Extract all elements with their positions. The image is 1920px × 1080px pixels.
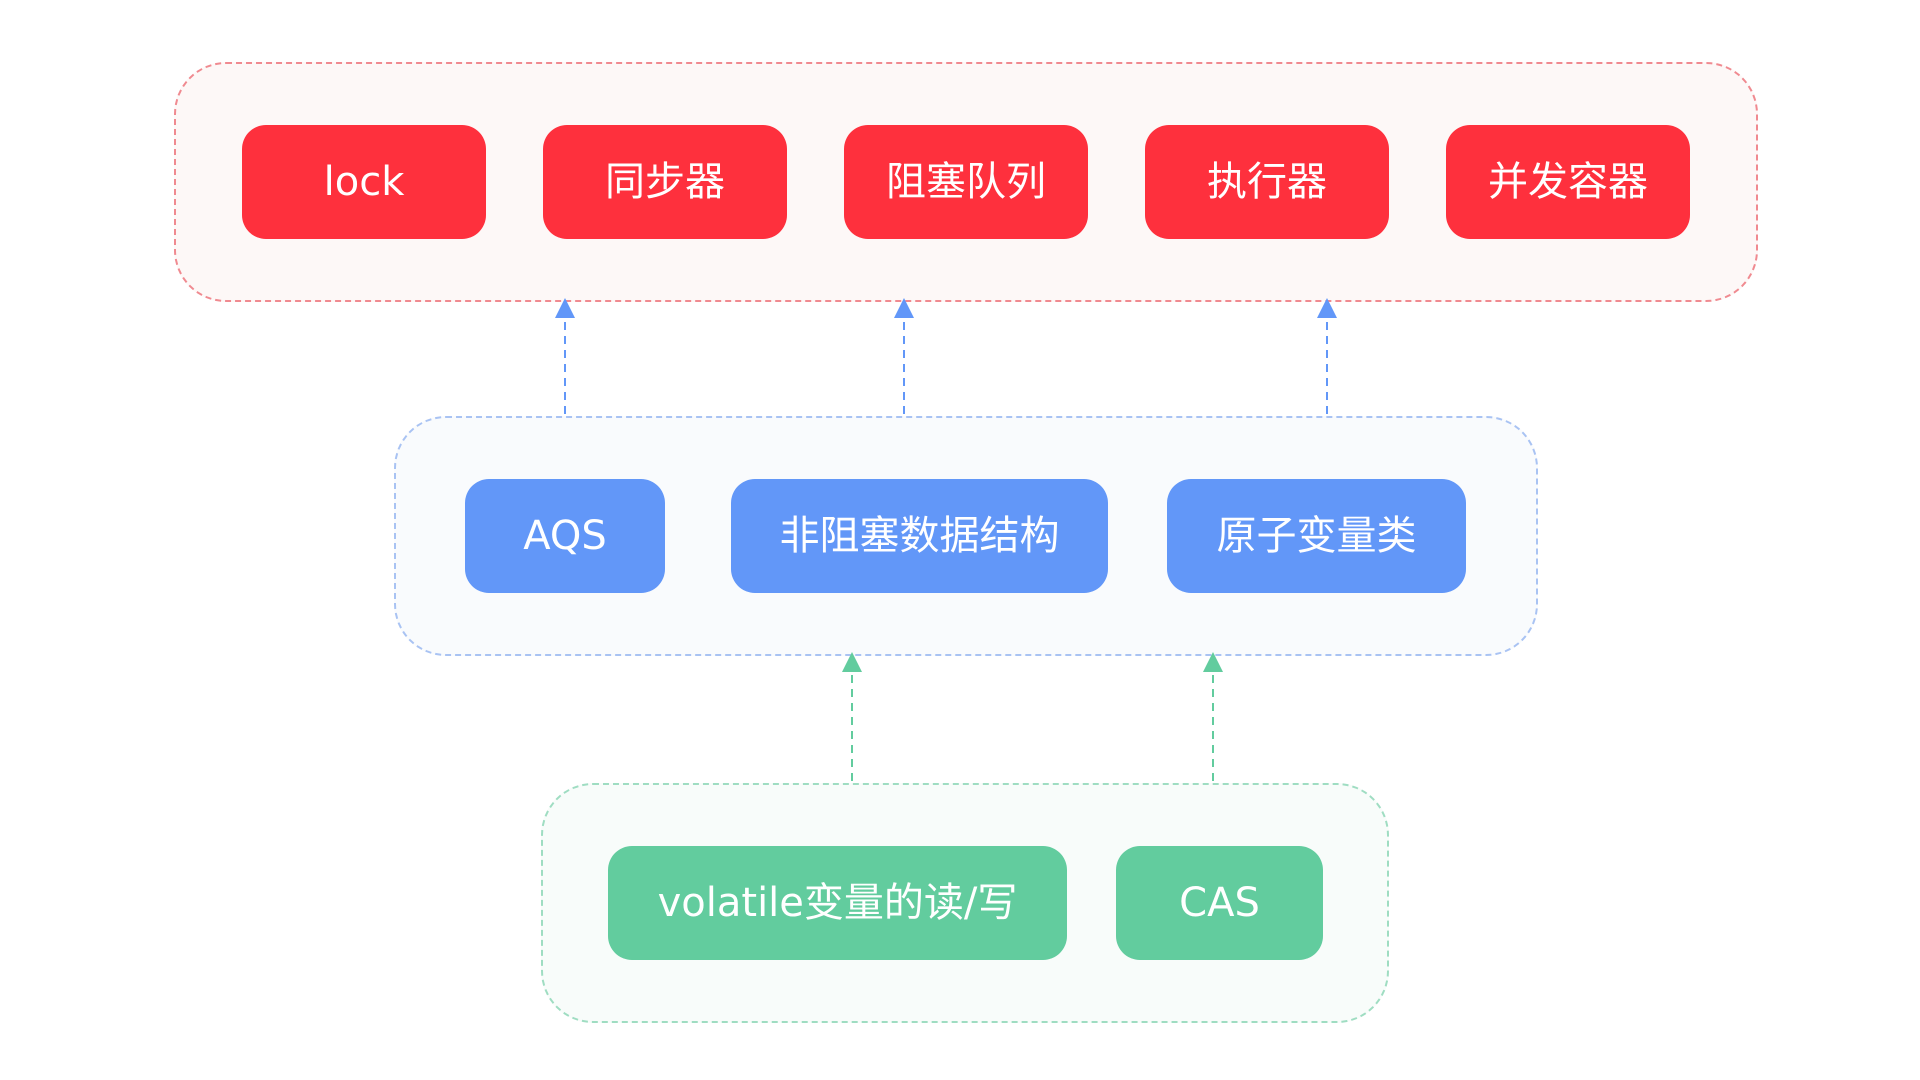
node-aqs: AQS bbox=[465, 479, 665, 593]
node-non-blocking-data-structure: 非阻塞数据结构 bbox=[731, 479, 1108, 593]
node-volatile-read-write: volatile变量的读/写 bbox=[608, 846, 1067, 960]
node-executor: 执行器 bbox=[1145, 125, 1389, 239]
node-cas: CAS bbox=[1116, 846, 1323, 960]
node-concurrent-container: 并发容器 bbox=[1446, 125, 1690, 239]
node-blocking-queue: 阻塞队列 bbox=[844, 125, 1088, 239]
node-synchronizer: 同步器 bbox=[543, 125, 787, 239]
node-lock: lock bbox=[242, 125, 486, 239]
node-atomic-variable-class: 原子变量类 bbox=[1167, 479, 1466, 593]
